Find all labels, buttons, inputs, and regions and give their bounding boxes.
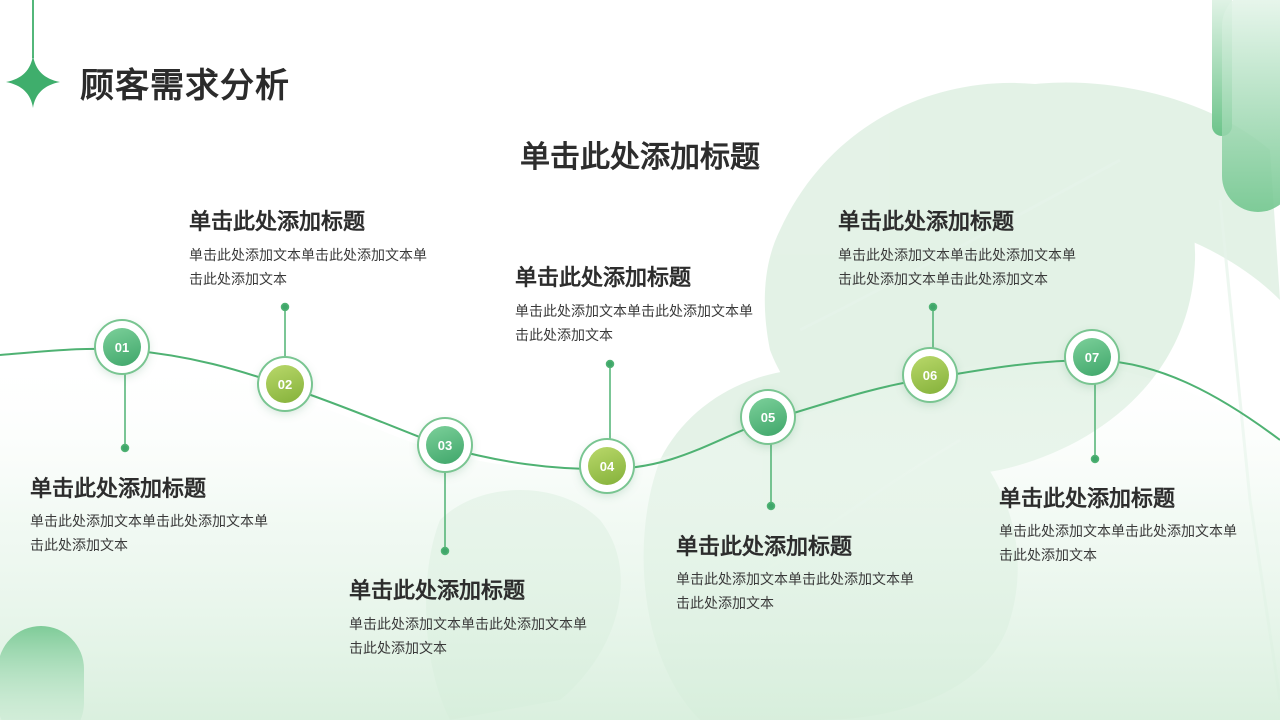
step-05-desc: 单击此处添加文本单击此处添加文本单击此处添加文本 — [676, 572, 914, 612]
four-point-star-icon — [6, 55, 60, 108]
step-marker-06: 06 — [904, 349, 956, 401]
step-marker-07: 07 — [1066, 331, 1118, 383]
step-marker-04: 04 — [581, 440, 633, 492]
step-01-title: 单击此处添加标题 — [30, 477, 207, 502]
step-07-title: 单击此处添加标题 — [999, 487, 1176, 512]
step-marker-01: 01 — [96, 321, 148, 373]
diagram-title: 单击此处添加标题 — [520, 140, 760, 175]
step-06-desc: 单击此处添加文本单击此处添加文本单击此处添加文本单击此处添加文本 — [838, 248, 1076, 288]
step-04-desc: 单击此处添加文本单击此处添加文本单击此处添加文本 — [515, 304, 753, 344]
step-marker-03: 03 — [419, 419, 471, 471]
step-07-desc: 单击此处添加文本单击此处添加文本单击此处添加文本 — [999, 524, 1237, 564]
step-number: 01 — [103, 328, 141, 366]
step-05-title: 单击此处添加标题 — [676, 535, 853, 560]
step-06-title: 单击此处添加标题 — [838, 210, 1015, 235]
step-marker-05: 05 — [742, 391, 794, 443]
deco-pill-bottom — [0, 626, 84, 720]
step-number: 04 — [588, 447, 626, 485]
step-number: 07 — [1073, 338, 1111, 376]
step-number: 06 — [911, 356, 949, 394]
step-03-desc: 单击此处添加文本单击此处添加文本单击此处添加文本 — [349, 617, 587, 657]
step-03-title: 单击此处添加标题 — [349, 579, 526, 604]
step-number: 05 — [749, 398, 787, 436]
deco-pill-large — [1222, 0, 1280, 212]
step-number: 02 — [266, 365, 304, 403]
step-04-title: 单击此处添加标题 — [515, 266, 692, 291]
step-02-title: 单击此处添加标题 — [189, 210, 366, 235]
page-title: 顾客需求分析 — [80, 66, 290, 106]
step-number: 03 — [426, 426, 464, 464]
step-marker-02: 02 — [259, 358, 311, 410]
step-02-desc: 单击此处添加文本单击此处添加文本单击此处添加文本 — [189, 248, 427, 288]
step-01-desc: 单击此处添加文本单击此处添加文本单击此处添加文本 — [30, 514, 268, 554]
